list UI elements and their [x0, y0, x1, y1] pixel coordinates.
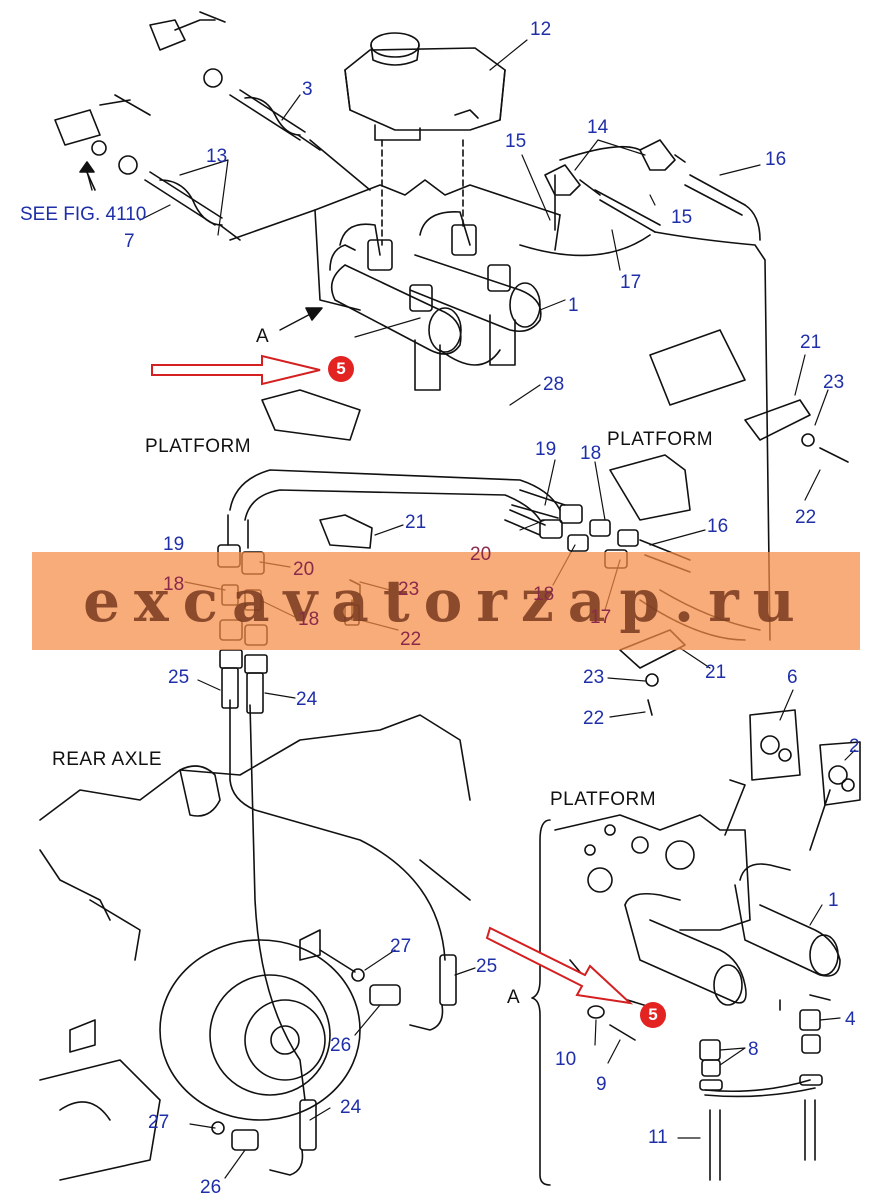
callout-1b: 1	[828, 890, 839, 911]
platform-label-2: PLATFORM	[607, 429, 714, 450]
callout-20b: 20	[470, 544, 492, 565]
callout-2: 2	[849, 736, 860, 757]
callout-21a: 21	[800, 332, 822, 353]
clamp-part-21-right	[649, 329, 849, 463]
callout-18c: 18	[533, 584, 555, 605]
callout-19b: 19	[163, 534, 185, 555]
callout-15a: 15	[505, 131, 527, 152]
watermark-band: excavatorzap.ru	[32, 552, 860, 650]
push-rod-part-3	[149, 11, 321, 151]
highlight-arrow-bottom	[485, 926, 634, 1005]
platform-plate-left	[261, 389, 373, 549]
platform-label-1: PLATFORM	[145, 436, 252, 457]
callout-27b: 27	[148, 1112, 170, 1133]
callout-7: 7	[124, 231, 135, 252]
reference-badge-2: 5	[640, 1002, 666, 1028]
reservoir-part-12	[344, 32, 506, 141]
callout-10: 10	[555, 1049, 577, 1070]
callout-17b: 17	[590, 607, 612, 628]
rear-axle-label: REAR AXLE	[52, 749, 163, 770]
callout-15b: 15	[671, 207, 693, 228]
callout-26a: 26	[330, 1035, 352, 1056]
callout-22b: 22	[400, 629, 422, 650]
callout-24a: 24	[296, 689, 318, 710]
reference-badge-1: 5	[328, 356, 354, 382]
view-a-label-1: A	[256, 326, 270, 347]
platform-label-3: PLATFORM	[550, 789, 657, 810]
callout-1a: 1	[568, 295, 579, 316]
callout-25b: 25	[476, 956, 498, 977]
callout-16a: 16	[765, 149, 787, 170]
callout-23b: 23	[398, 579, 420, 600]
callout-18d: 18	[298, 609, 320, 630]
callout-28: 28	[543, 374, 565, 395]
callout-9: 9	[596, 1074, 607, 1095]
hoses-bottom	[211, 949, 457, 1176]
callout-21b: 21	[405, 512, 427, 533]
callout-22c: 22	[583, 708, 605, 729]
pipes-part-14-17	[519, 139, 771, 641]
callout-18a: 18	[580, 443, 602, 464]
callout-18b: 18	[163, 574, 185, 595]
callout-11: 11	[648, 1127, 668, 1148]
callout-22a: 22	[795, 507, 817, 528]
detail-a	[531, 709, 861, 1186]
highlight-arrow-top	[151, 354, 321, 386]
callout-8: 8	[748, 1039, 759, 1060]
callout-14: 14	[587, 117, 609, 138]
callout-24b: 24	[340, 1097, 362, 1118]
callout-21c: 21	[705, 662, 727, 683]
master-cylinder-part-1	[329, 211, 542, 391]
push-rod-part-7	[54, 94, 241, 241]
callout-12: 12	[530, 19, 552, 40]
callout-27a: 27	[390, 936, 412, 957]
see-fig-label: SEE FIG. 4110	[20, 204, 147, 225]
callout-17a: 17	[620, 272, 642, 293]
view-a-label-2: A	[507, 987, 521, 1008]
callout-4: 4	[845, 1009, 856, 1030]
callout-16b: 16	[707, 516, 729, 537]
callout-20a: 20	[293, 559, 315, 580]
callout-25a: 25	[168, 667, 190, 688]
callout-6: 6	[787, 667, 798, 688]
callout-13: 13	[206, 146, 228, 167]
rear-axle	[39, 714, 471, 1181]
callout-23c: 23	[583, 667, 605, 688]
callout-3: 3	[302, 79, 313, 100]
callout-23a: 23	[823, 372, 845, 393]
callout-19a: 19	[535, 439, 557, 460]
watermark-text: excavatorzap.ru	[83, 567, 809, 635]
callout-26b: 26	[200, 1177, 222, 1198]
